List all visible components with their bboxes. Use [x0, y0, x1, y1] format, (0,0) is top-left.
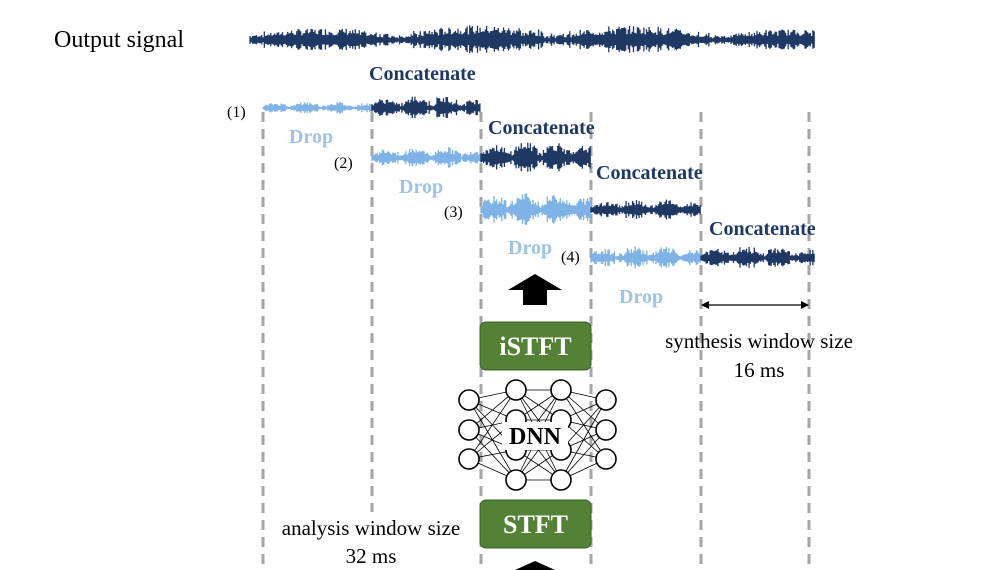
output-signal-label: Output signal	[54, 27, 184, 53]
dnn-edge	[468, 429, 517, 481]
istft-label: iSTFT	[499, 332, 571, 361]
frame3-drop-wave	[480, 193, 591, 225]
frame-label-4: (4)	[561, 249, 580, 266]
frame1-concat-wave	[371, 96, 481, 119]
concatenate-label-4: Concatenate	[709, 218, 816, 240]
dnn-node	[458, 389, 480, 411]
dnn-edge	[560, 429, 607, 481]
waveforms	[249, 25, 815, 269]
synthesis-window-value: 16 ms	[734, 358, 785, 382]
concatenate-label-1: Concatenate	[369, 63, 476, 85]
drop-label-1: Drop	[289, 126, 333, 148]
dnn-nodes	[458, 379, 617, 491]
dnn-node	[505, 379, 527, 401]
dnn-edge	[468, 389, 517, 460]
frame2-concat-wave	[480, 142, 591, 172]
stft-label: STFT	[503, 510, 568, 539]
synthesis-window-arrow	[701, 301, 809, 309]
dnn-node	[458, 448, 480, 470]
frame-label-3: (3)	[444, 204, 463, 221]
analysis-label-bg	[266, 512, 474, 570]
drop-label-2: Drop	[399, 176, 443, 198]
frame1-drop-wave	[262, 101, 372, 114]
frame3-concat-wave	[590, 199, 701, 220]
dnn-node	[595, 419, 617, 441]
dnn-node	[505, 469, 527, 491]
frame-label-2: (2)	[334, 155, 353, 172]
dnn-node	[550, 379, 572, 401]
up-arrow-icon	[508, 274, 562, 305]
dnn-edge	[560, 399, 607, 451]
synthesis-window-label: synthesis window size	[665, 329, 853, 353]
frame4-drop-wave	[590, 246, 701, 269]
dnn-node	[595, 448, 617, 470]
concatenate-label-2: Concatenate	[488, 117, 595, 139]
concatenate-label-3: Concatenate	[596, 162, 703, 184]
analysis-window-value: 32 ms	[346, 544, 397, 568]
output-waveform	[249, 25, 815, 54]
dnn-node	[595, 389, 617, 411]
analysis-window-label: analysis window size	[282, 516, 460, 540]
drop-label-4: Drop	[619, 286, 663, 308]
stft-box	[479, 499, 592, 549]
frame-label-1: (1)	[227, 104, 246, 121]
dnn-edge	[560, 399, 607, 481]
frame2-drop-wave	[371, 147, 481, 168]
dnn-label: DNN	[509, 424, 562, 450]
bottom-arrow-icon	[515, 561, 555, 570]
istft-box	[479, 321, 592, 371]
dnn-node	[458, 419, 480, 441]
frame4-concat-wave	[700, 247, 815, 268]
dnn-node	[550, 469, 572, 491]
dnn-label-bg	[502, 422, 568, 450]
drop-label-3: Drop	[508, 237, 552, 259]
